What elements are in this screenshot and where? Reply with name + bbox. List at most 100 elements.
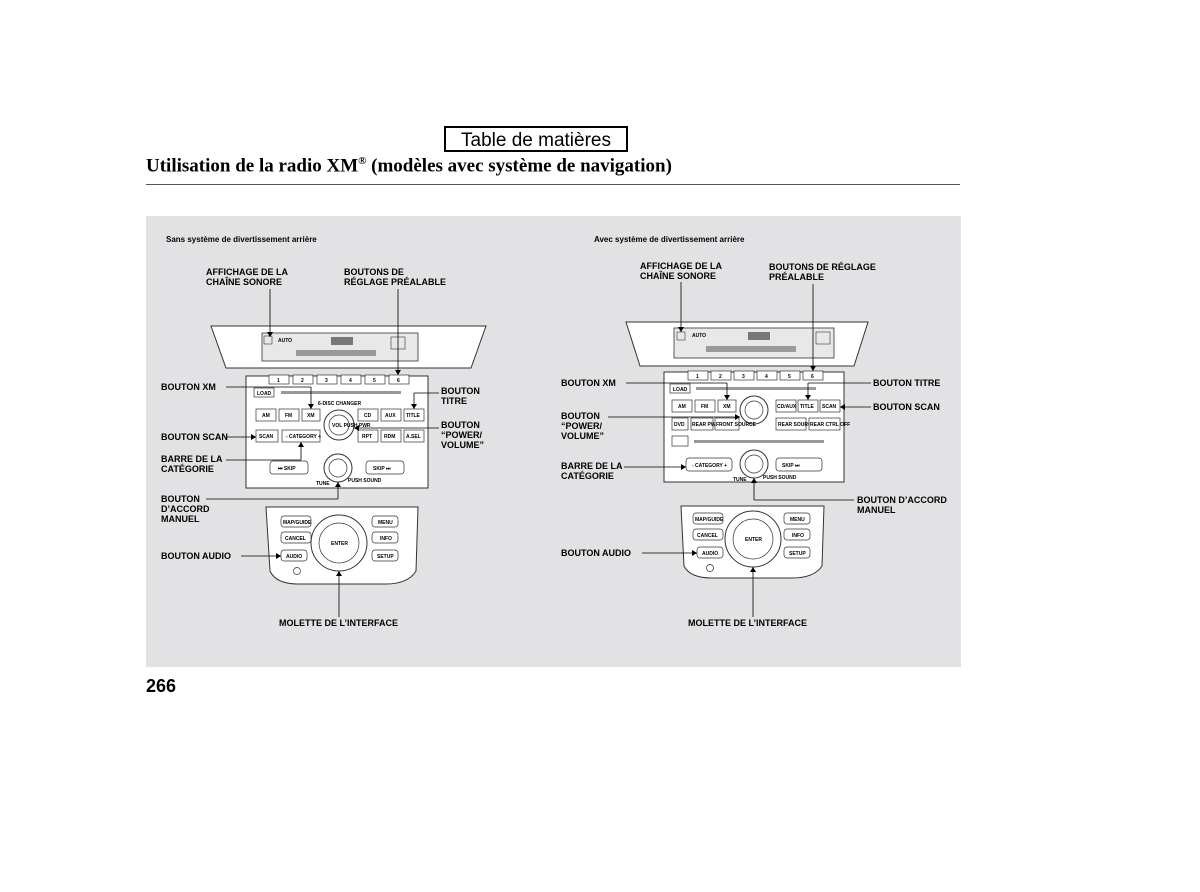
left-fm-button[interactable] <box>278 408 300 422</box>
right-dvd-button[interactable] <box>671 417 689 431</box>
right-label-affichage-2: CHAÎNE SONORE <box>640 270 716 281</box>
right-label-scan: BOUTON SCAN <box>873 402 940 412</box>
right-am-button[interactable] <box>671 399 693 413</box>
right-preset-5-label: 5 <box>788 374 791 380</box>
left-label-molette: MOLETTE DE L’INTERFACE <box>279 618 398 628</box>
right-push-sound-label: PUSH SOUND <box>763 475 797 481</box>
left-cancel-label: CANCEL <box>285 536 306 542</box>
left-label-accord-3: MANUEL <box>161 514 200 524</box>
left-leader-lines <box>206 289 439 617</box>
left-map-guide-label: MAP/GUIDE <box>283 520 312 526</box>
left-diagram: Sans système de divertissement arrière A… <box>161 235 487 628</box>
preset-6[interactable] <box>388 374 410 385</box>
left-menu-button[interactable] <box>371 515 399 528</box>
right-label-affichage-1: AFFICHAGE DE LA <box>640 261 722 271</box>
preset-2[interactable] <box>292 374 314 385</box>
right-front-source-button[interactable] <box>714 417 740 431</box>
left-skip-forward-button[interactable] <box>365 460 405 475</box>
left-rpt-button[interactable] <box>357 429 379 443</box>
right-preset-3-label: 3 <box>742 374 745 380</box>
right-scan-button[interactable] <box>819 399 841 413</box>
right-voice-icon <box>706 564 714 572</box>
left-label-barre-1: BARRE DE LA <box>161 454 223 464</box>
left-rdm-button[interactable] <box>380 429 402 443</box>
left-am-button[interactable] <box>255 408 277 422</box>
right-arrowheads <box>678 327 845 572</box>
left-cd-button[interactable] <box>357 408 379 422</box>
right-nav-interface: MAP/GUIDE CANCEL AUDIO ENTER MENU INFO S… <box>680 505 825 579</box>
right-rear-ctrl-off-button[interactable] <box>808 417 841 431</box>
right-label-titre: BOUTON TITRE <box>873 378 940 388</box>
right-preset-5[interactable] <box>779 370 801 381</box>
preset-5[interactable] <box>364 374 386 385</box>
preset-4[interactable] <box>340 374 362 385</box>
page-number: 266 <box>146 676 177 696</box>
left-changer-label: 6-DISC CHANGER <box>318 401 361 407</box>
left-map-guide-button[interactable] <box>280 515 312 528</box>
preset-2-label: 2 <box>301 378 304 384</box>
left-enter-label: ENTER <box>331 541 348 547</box>
left-cancel-button[interactable] <box>280 531 312 544</box>
right-fm-label: FM <box>701 404 708 410</box>
preset-6-label: 6 <box>397 378 400 384</box>
right-label-power-3: VOLUME” <box>561 431 604 441</box>
right-preset-1[interactable] <box>687 370 709 381</box>
left-info-label: INFO <box>380 536 392 542</box>
left-rdm-label: RDM <box>384 434 395 440</box>
right-map-guide-button[interactable] <box>692 512 724 525</box>
right-dvd-label: DVD <box>674 422 685 428</box>
right-eject-dvd-button[interactable] <box>671 435 689 447</box>
right-subtitle: Avec système de divertissement arrière <box>594 235 745 244</box>
right-info-button[interactable] <box>783 528 811 541</box>
right-xm-label: XM <box>723 404 731 410</box>
right-preset-2[interactable] <box>710 370 732 381</box>
right-diagram: Avec système de divertissement arrière A… <box>561 235 947 628</box>
right-cancel-button[interactable] <box>692 528 724 541</box>
right-setup-button[interactable] <box>783 546 811 559</box>
preset-1[interactable] <box>268 374 290 385</box>
left-label-power-3: VOLUME” <box>441 440 484 450</box>
right-fm-button[interactable] <box>694 399 716 413</box>
left-label-boutons-1: BOUTONS DE <box>344 267 404 277</box>
left-skip-back-label: ⏮ SKIP <box>278 466 296 472</box>
right-preset-3[interactable] <box>733 370 755 381</box>
left-info-button[interactable] <box>371 531 399 544</box>
right-am-label: AM <box>678 404 686 410</box>
left-am-label: AM <box>262 413 270 419</box>
left-load-button[interactable] <box>253 387 275 398</box>
left-audio-button[interactable] <box>280 549 308 562</box>
left-load-label: LOAD <box>257 391 272 397</box>
right-menu-button[interactable] <box>783 512 811 525</box>
right-preset-1-label: 1 <box>696 374 699 380</box>
preset-3[interactable] <box>316 374 338 385</box>
right-cdaux-button[interactable] <box>775 399 797 413</box>
left-skip-back-button[interactable] <box>269 460 309 475</box>
right-label-audio: BOUTON AUDIO <box>561 548 631 558</box>
right-label-barre-2: CATÉGORIE <box>561 471 614 481</box>
right-rear-pwr-button[interactable] <box>690 417 714 431</box>
right-skip-label: SKIP ⏭ <box>782 463 800 469</box>
right-skip-button[interactable] <box>775 457 823 472</box>
right-rear-source-button[interactable] <box>775 417 807 431</box>
left-asel-button[interactable] <box>403 429 425 443</box>
left-setup-button[interactable] <box>371 549 399 562</box>
right-setup-label: SETUP <box>789 551 806 557</box>
right-preset-4[interactable] <box>756 370 778 381</box>
right-display-disc <box>815 331 831 345</box>
table-of-contents-button[interactable]: Table de matières <box>444 126 628 152</box>
right-category-label: - CATEGORY + <box>692 463 727 469</box>
right-category-bar[interactable] <box>685 457 733 472</box>
right-cancel-label: CANCEL <box>697 533 718 539</box>
left-label-accord-1: BOUTON <box>161 494 200 504</box>
right-load-button[interactable] <box>669 383 691 394</box>
right-audio-button[interactable] <box>696 546 724 559</box>
right-label-boutons-2: PRÉALABLE <box>769 272 824 282</box>
preset-5-label: 5 <box>373 378 376 384</box>
left-audio-label: AUDIO <box>286 554 302 560</box>
left-xm-label: XM <box>307 413 315 419</box>
left-rpt-label: RPT <box>362 434 372 440</box>
right-info-label: INFO <box>792 533 804 539</box>
left-scan-button[interactable] <box>255 429 279 443</box>
left-aux-button[interactable] <box>380 408 402 422</box>
right-preset-2-label: 2 <box>719 374 722 380</box>
